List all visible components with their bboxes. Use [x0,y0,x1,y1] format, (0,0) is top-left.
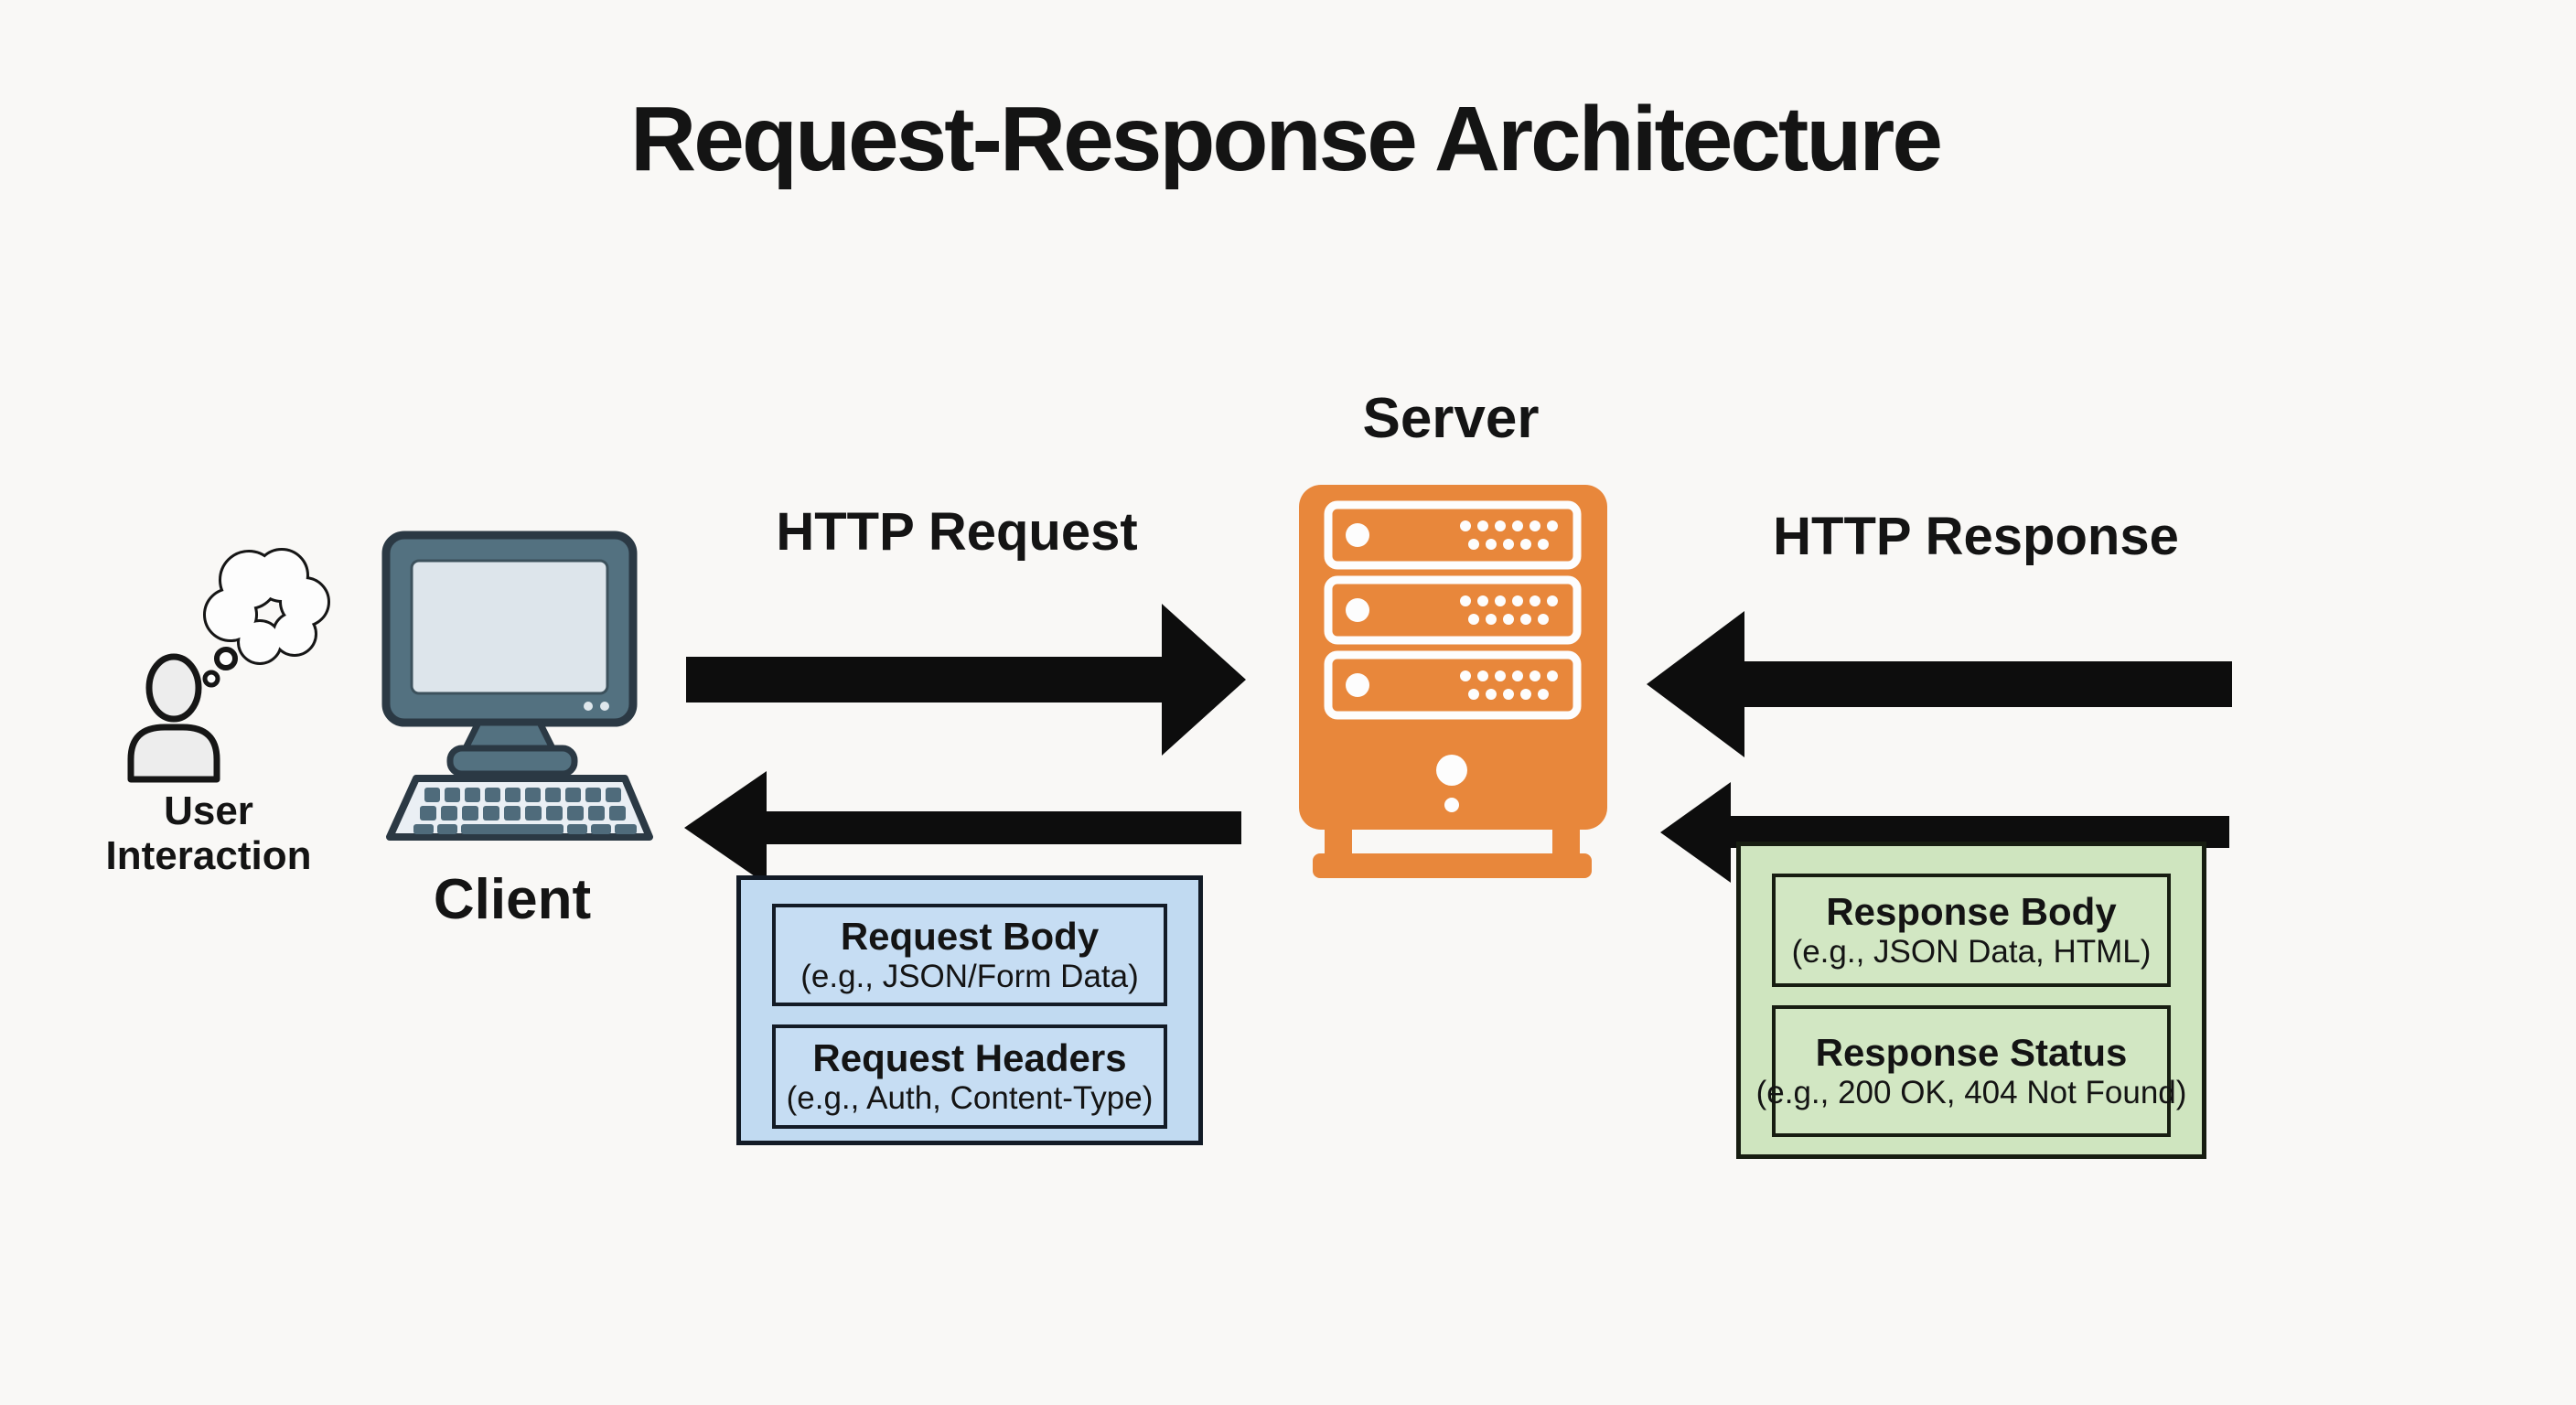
server-feet [1313,830,1592,878]
response-status-box: Response Status (e.g., 200 OK, 404 Not F… [1756,1005,2186,1137]
monitor-stand-base [446,745,578,778]
http-response-label: HTTP Response [1773,507,2179,566]
response-body-subtitle: (e.g., JSON Data, HTML) [1791,934,2152,971]
request-headers-box: Request Headers (e.g., Auth, Content-Typ… [772,1024,1167,1129]
server-rack-icon [1299,485,1607,878]
monitor-indicator-dot [584,702,593,711]
request-body-title: Request Body [840,914,1100,958]
user-icon [127,548,330,783]
server-bay-leds [1346,520,1558,700]
request-headers-title: Request Headers [812,1035,1127,1079]
response-status-title: Response Status [1815,1030,2128,1074]
user-interaction-label-line1: User [164,788,253,833]
request-info-box: Request Body (e.g., JSON/Form Data) Requ… [736,875,1203,1145]
user-interaction-label-line2: Interaction [105,833,312,879]
response-body-box: Response Body (e.g., JSON Data, HTML) [1772,874,2171,987]
keyboard-keys [413,788,637,834]
response-secondary-arrow-left-icon [1660,782,2229,883]
client-label: Client [433,868,592,931]
client-computer-icon [381,531,653,841]
server-to-client-arrow-left-icon [684,771,1241,885]
server-power-button [1436,755,1467,786]
person-icon [127,653,220,783]
response-info-box: Response Body (e.g., JSON Data, HTML) Re… [1736,842,2206,1159]
response-body-title: Response Body [1826,889,2117,933]
server-bays [1324,500,1582,720]
monitor-screen [410,559,609,695]
request-headers-subtitle: (e.g., Auth, Content-Type) [786,1080,1154,1117]
user-interaction-label: User Interaction [106,788,312,879]
http-request-label: HTTP Request [776,502,1138,562]
request-arrow-right-icon [686,604,1246,756]
thought-bubble-icon [202,548,330,688]
request-body-subtitle: (e.g., JSON/Form Data) [800,959,1139,995]
response-status-subtitle: (e.g., 200 OK, 404 Not Found) [1755,1075,2187,1111]
server-label: Server [1362,387,1540,450]
request-body-box: Request Body (e.g., JSON/Form Data) [772,904,1167,1006]
monitor-indicator-dot [600,702,609,711]
page-title: Request-Response Architecture [630,88,1943,190]
server-power-dot [1444,798,1459,812]
response-arrow-left-icon [1647,611,2232,757]
